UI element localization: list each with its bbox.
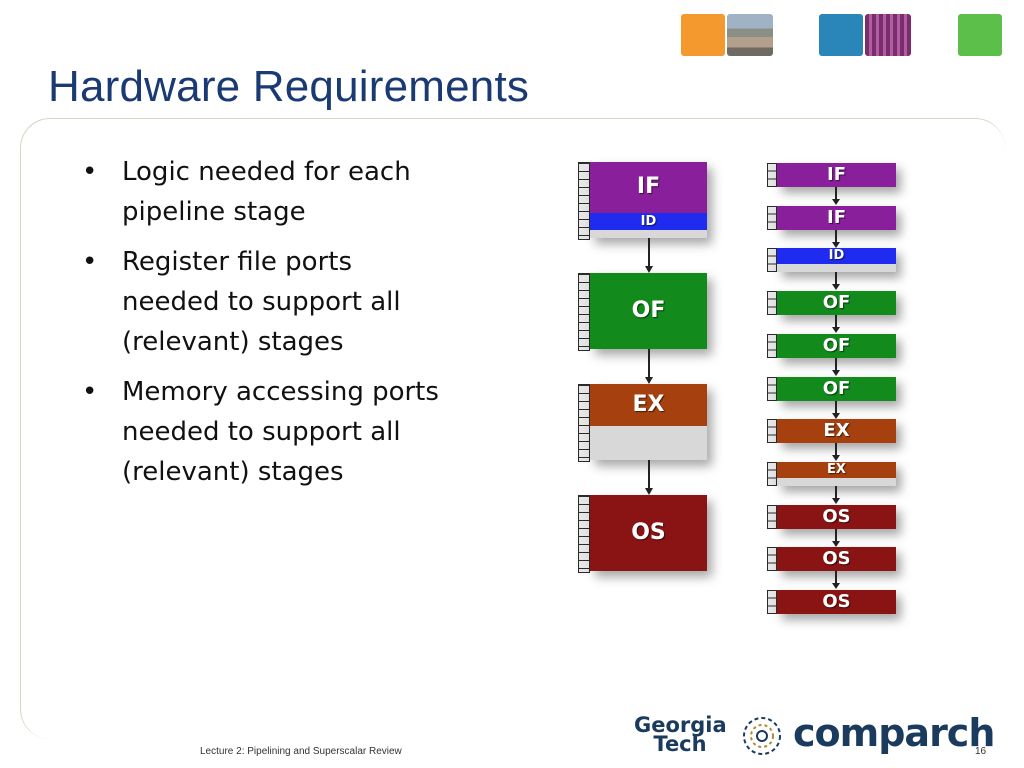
stage-box-os: OS — [777, 505, 896, 529]
pipeline-register — [767, 163, 777, 187]
flow-arrow-head — [645, 266, 653, 273]
of-stage-box: OF — [590, 273, 707, 349]
pipeline-register — [767, 590, 777, 614]
flow-arrow — [648, 238, 650, 266]
campus-photo-tile — [727, 14, 773, 56]
footer-text: Lecture 2: Pipelining and Superscalar Re… — [200, 746, 402, 757]
stage-label: OF — [822, 292, 851, 313]
flow-arrow — [835, 272, 837, 285]
bullet-item: •Logic needed for each pipeline stage — [82, 157, 411, 227]
stage-label: EX — [827, 462, 846, 477]
pipeline-register — [767, 377, 777, 401]
stage-label: OS — [822, 548, 851, 569]
stage-label: OS — [822, 506, 851, 527]
page-number: 16 — [975, 746, 987, 757]
stage-label: IF — [827, 164, 846, 185]
pipeline-register — [767, 248, 777, 272]
flow-arrow — [835, 486, 837, 499]
bullet-list: •Logic needed for each pipeline stage •R… — [82, 152, 452, 502]
flow-arrow-head — [832, 242, 840, 248]
stage-label: IF — [827, 207, 846, 228]
stage-box-os: OS — [777, 590, 896, 614]
pipeline-register — [767, 291, 777, 315]
flow-arrow-head — [832, 541, 840, 547]
flow-arrow-head — [832, 370, 840, 376]
flow-arrow — [835, 315, 837, 328]
pipeline-register — [767, 505, 777, 529]
flow-arrow — [835, 358, 837, 371]
pipeline-register — [767, 547, 777, 571]
stage-label: ID — [828, 248, 845, 263]
comparch-logo: comparch — [793, 711, 995, 755]
stage-label: OF — [822, 335, 851, 356]
orange-tile — [681, 14, 725, 56]
stage-box-ex: EX — [777, 419, 896, 443]
stage-label: ID — [640, 214, 657, 229]
bullet-text: Memory accessing ports needed to support… — [122, 377, 439, 487]
comparch-swirl-icon — [743, 717, 781, 755]
flow-arrow-head — [832, 498, 840, 504]
flow-arrow-head — [645, 488, 653, 495]
logo-text: Tech — [653, 732, 707, 756]
flow-arrow-head — [832, 455, 840, 461]
flow-arrow-head — [832, 327, 840, 333]
bullet-text: Register file ports needed to support al… — [122, 247, 401, 357]
stage-box-of: OF — [777, 377, 896, 401]
chip-photo-tile — [865, 14, 911, 56]
pipeline-register — [578, 162, 590, 240]
georgia-tech-logo: Georgia Tech — [634, 713, 727, 756]
pipeline-register — [578, 384, 590, 462]
stage-box-ex: EX — [777, 462, 896, 486]
pipeline-register — [578, 273, 590, 351]
stage-label: EX — [823, 420, 850, 441]
slide-title: Hardware Requirements — [48, 62, 530, 111]
bullet-item: •Memory accessing ports needed to suppor… — [82, 377, 439, 487]
stage-box-of: OF — [777, 291, 896, 315]
green-tile — [958, 14, 1002, 56]
stage-box-if: IF — [777, 163, 896, 187]
stage-box-of: OF — [777, 334, 896, 358]
flow-arrow-head — [832, 583, 840, 589]
pipeline-register — [767, 419, 777, 443]
flow-arrow — [648, 460, 650, 488]
flow-arrow-head — [832, 413, 840, 419]
flow-arrow-head — [832, 199, 840, 205]
stage-label: IF — [636, 174, 661, 199]
os-stage-box: OS — [590, 495, 707, 571]
bullet-text: Logic needed for each pipeline stage — [122, 157, 411, 227]
flow-arrow — [835, 230, 837, 243]
flow-arrow — [835, 443, 837, 456]
stage-label: OF — [631, 298, 666, 323]
stage-box-id: ID — [777, 248, 896, 272]
pipeline-register — [767, 334, 777, 358]
ex-stage-box: EX — [590, 384, 707, 460]
flow-arrow — [835, 571, 837, 584]
flow-arrow — [835, 529, 837, 542]
flow-arrow-head — [832, 284, 840, 290]
blue-tile — [819, 14, 863, 56]
stage-box-if: IF — [777, 206, 896, 230]
if-id-stage-box: IF ID — [590, 162, 707, 238]
content-frame — [20, 118, 1005, 739]
flow-arrow — [835, 187, 837, 200]
flow-arrow — [835, 401, 837, 414]
flow-arrow — [648, 349, 650, 377]
flow-arrow-head — [645, 377, 653, 384]
pipeline-register — [578, 495, 590, 573]
stage-label: OF — [822, 378, 851, 399]
stage-label: EX — [632, 392, 665, 417]
logo-text: Georgia — [634, 713, 727, 737]
pipeline-register — [767, 206, 777, 230]
stage-label: OS — [631, 520, 666, 545]
pipeline-register — [767, 462, 777, 486]
bullet-item: •Register file ports needed to support a… — [82, 247, 401, 357]
stage-label: OS — [822, 591, 851, 612]
stage-box-os: OS — [777, 547, 896, 571]
